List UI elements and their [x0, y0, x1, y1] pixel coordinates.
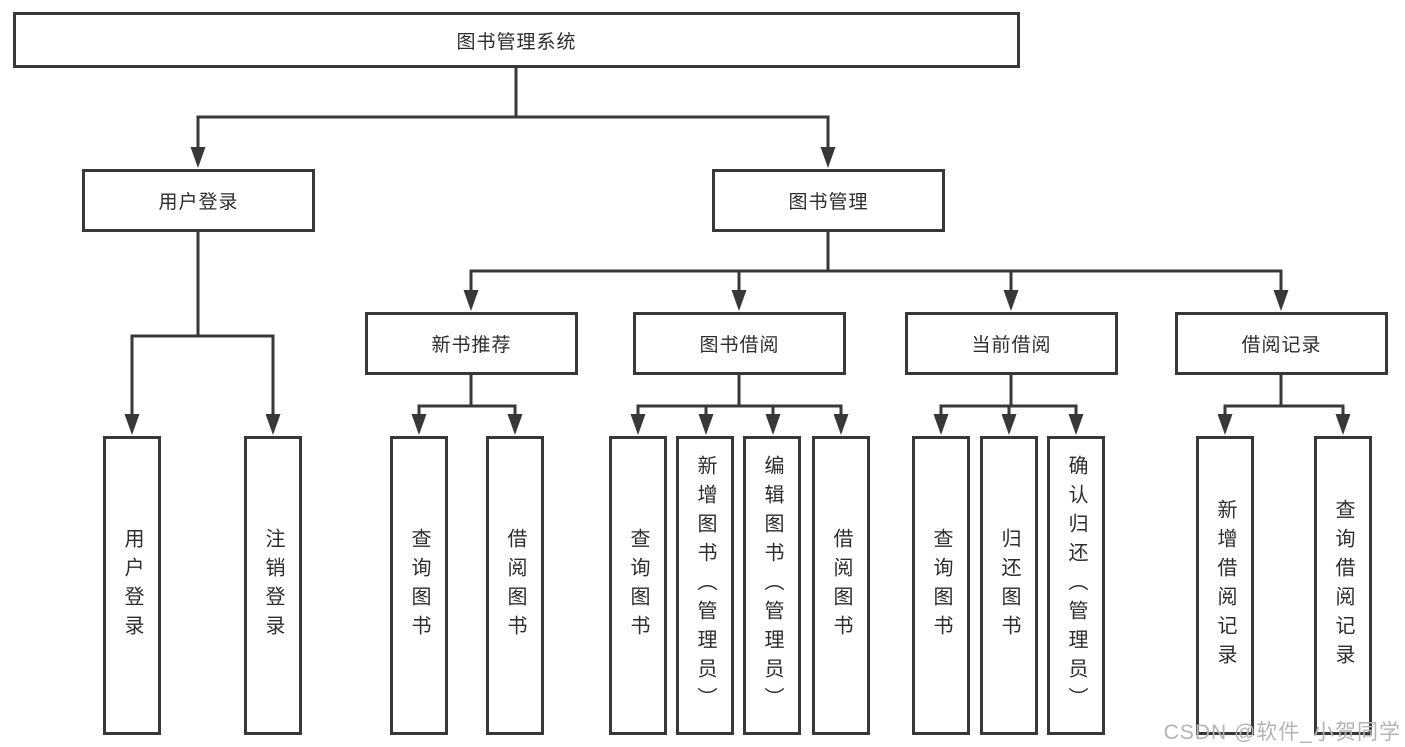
node-leaf-logout: 注销登录 — [244, 436, 302, 735]
node-leaf-query-books-recommend: 查询图书 — [390, 436, 448, 735]
arrow-down-icon — [463, 290, 1289, 311]
watermark-text: CSDN @软件_小贺同学 — [1163, 721, 1401, 744]
node-current-borrow: 当前借阅 — [905, 312, 1118, 375]
node-root-system: 图书管理系统 — [13, 12, 1020, 68]
connector-currentborrow-to-leaves — [939, 372, 1078, 419]
arrow-down-icon — [190, 147, 836, 168]
node-leaf-return-book: 归还图书 — [980, 436, 1038, 735]
connector-bookborrow-to-leaves — [636, 372, 843, 419]
connector-userlogin-to-leaves — [130, 229, 275, 419]
node-leaf-confirm-return-admin: 确认归还（管理员） — [1047, 436, 1105, 735]
node-leaf-add-borrow-record: 新增借阅记录 — [1196, 436, 1254, 735]
node-leaf-query-books-borrow: 查询图书 — [609, 436, 667, 735]
node-new-book-recommend: 新书推荐 — [365, 312, 578, 375]
node-leaf-edit-book-admin: 编辑图书（管理员） — [743, 436, 801, 735]
node-leaf-borrow-books: 借阅图书 — [812, 436, 870, 735]
node-borrow-records: 借阅记录 — [1175, 312, 1388, 375]
node-book-management: 图书管理 — [712, 169, 945, 232]
node-book-borrow: 图书借阅 — [633, 312, 846, 375]
node-leaf-user-login: 用户登录 — [103, 436, 161, 735]
arrow-down-icon — [124, 414, 1351, 435]
node-leaf-add-book-admin: 新增图书（管理员） — [676, 436, 734, 735]
node-leaf-borrow-books-recommend: 借阅图书 — [486, 436, 544, 735]
connector-bookmgmt-to-level3 — [469, 229, 1283, 294]
node-leaf-query-borrow-record: 查询借阅记录 — [1314, 436, 1372, 735]
connector-borrowrecords-to-leaves — [1223, 372, 1345, 419]
connector-root-to-level2 — [196, 64, 830, 152]
node-leaf-query-books-current: 查询图书 — [912, 436, 970, 735]
connector-newbook-to-leaves — [417, 372, 517, 419]
node-user-login: 用户登录 — [82, 169, 315, 232]
